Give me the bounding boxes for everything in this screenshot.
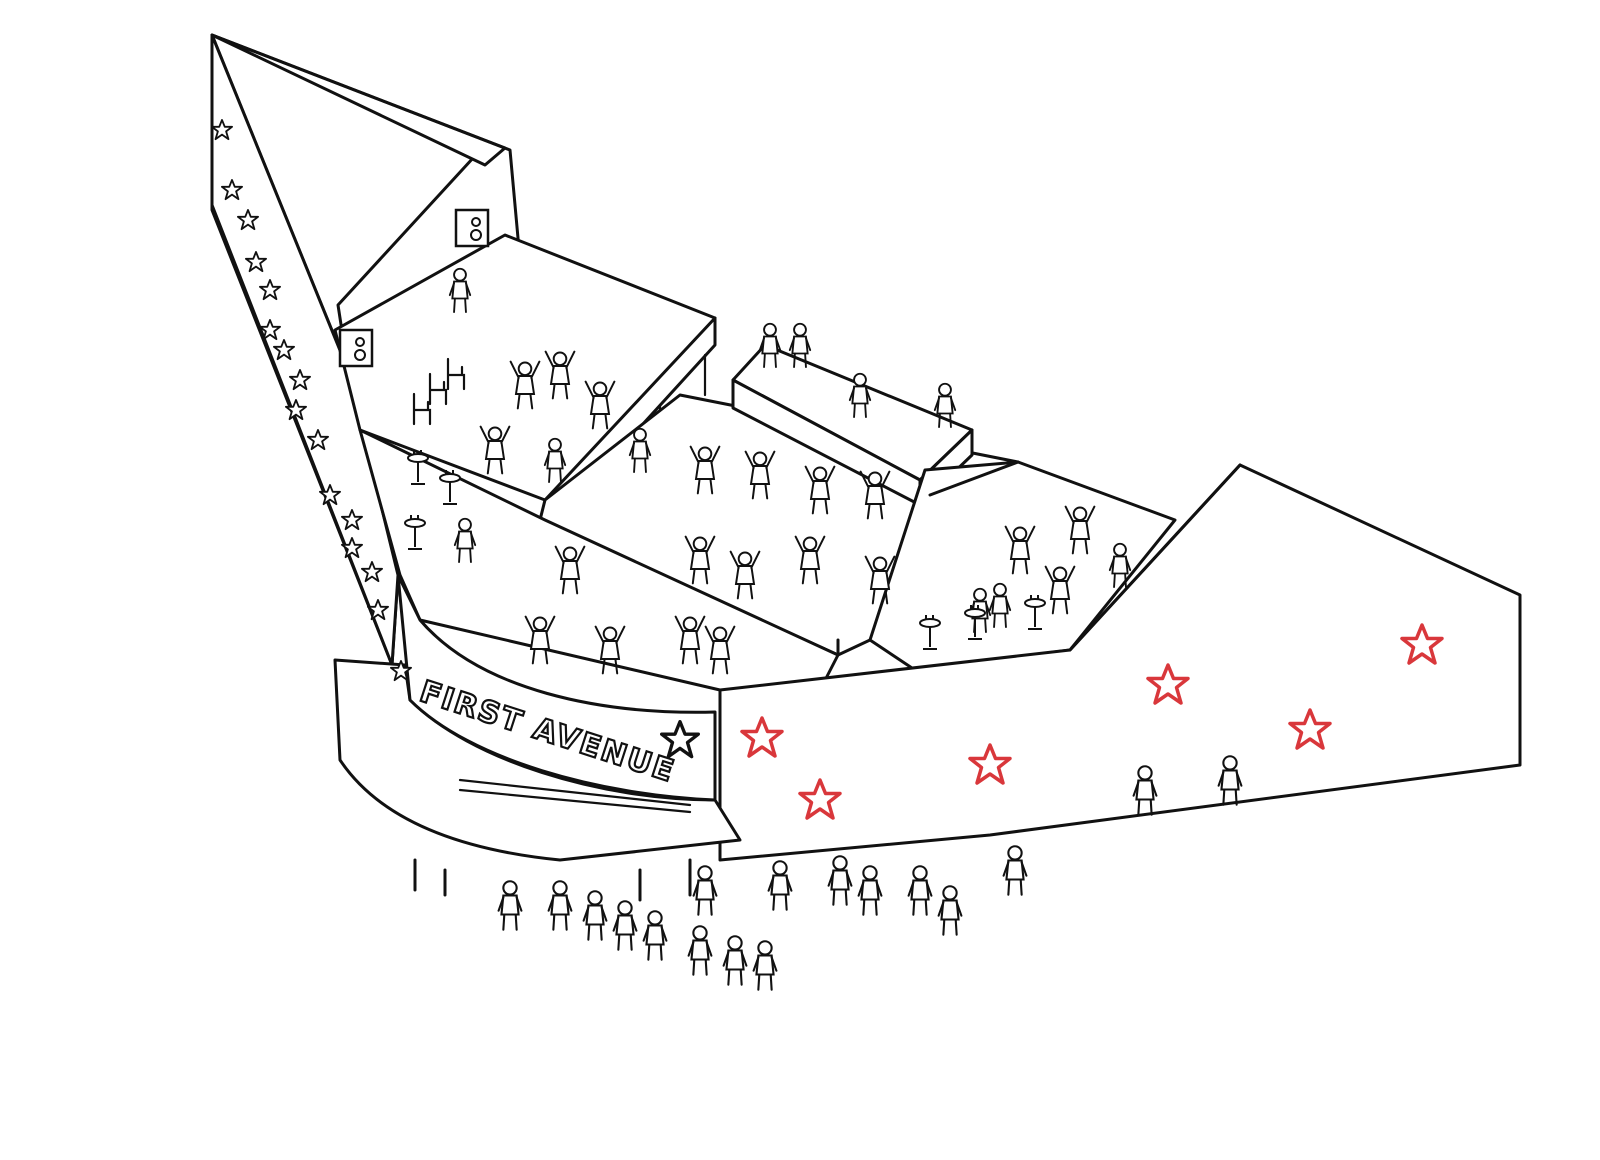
pedestrian [907, 865, 933, 916]
marquee: FIRST AVENUE [333, 573, 742, 902]
right-wall [718, 463, 1522, 862]
pedestrian [752, 940, 778, 991]
pedestrian [722, 935, 748, 986]
pedestrian [1002, 845, 1028, 896]
pedestrian [857, 865, 883, 916]
pedestrian [827, 855, 853, 906]
tower [210, 33, 522, 667]
pedestrian [767, 860, 793, 911]
pedestrian [937, 885, 963, 936]
pedestrian [642, 910, 668, 961]
pedestrian [612, 900, 638, 951]
pedestrian [497, 880, 523, 931]
pedestrian [692, 865, 718, 916]
speaker-icon [338, 328, 374, 368]
pedestrian [547, 880, 573, 931]
pedestrian [687, 925, 713, 976]
speaker-icon [454, 208, 490, 248]
pedestrian [582, 890, 608, 941]
